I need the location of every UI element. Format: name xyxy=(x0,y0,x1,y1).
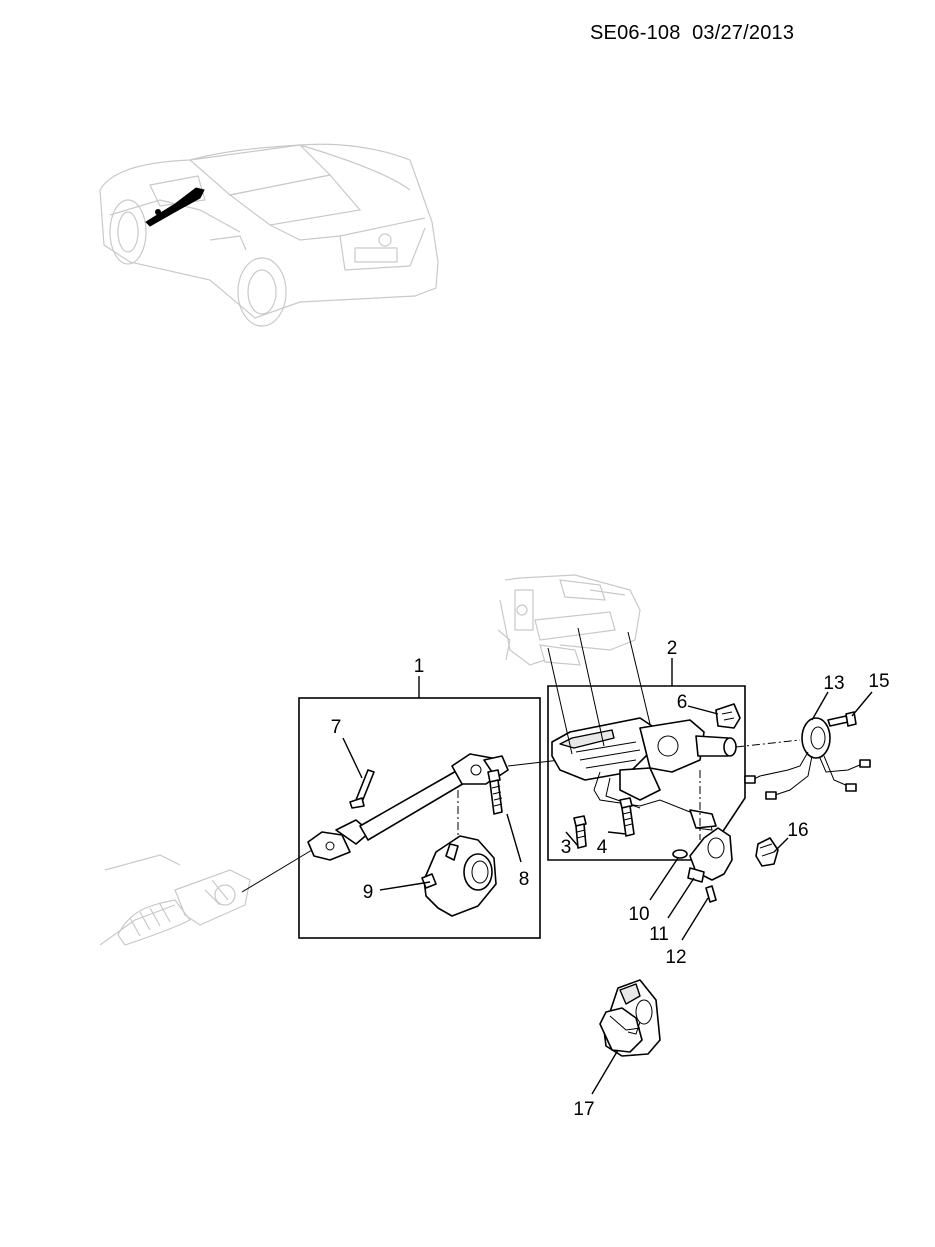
callout-17: 17 xyxy=(573,1099,594,1120)
drawing-date: 03/27/2013 xyxy=(692,22,795,44)
leader-lines xyxy=(342,691,873,1095)
washer-10-part xyxy=(672,849,688,859)
callout-11: 11 xyxy=(649,924,669,945)
crosscar-beam-ghost xyxy=(497,574,641,666)
callout-9: 9 xyxy=(363,882,374,903)
drawing-header: SE06-108 03/27/2013 xyxy=(590,22,794,45)
callout-labels: 1 2 3 4 6 7 8 9 10 11 12 13 15 16 17 xyxy=(331,638,890,1120)
callout-13: 13 xyxy=(823,673,844,694)
bolt-8-part xyxy=(487,769,503,815)
steering-column-part xyxy=(551,717,801,840)
steering-rack-ghost xyxy=(99,854,251,946)
lock-cylinder-17-part xyxy=(599,979,661,1057)
callout-6: 6 xyxy=(677,692,688,713)
callout-1: 1 xyxy=(414,656,425,677)
screw-12-part xyxy=(705,885,717,903)
lock-housing-11-part xyxy=(687,827,733,883)
callout-2: 2 xyxy=(667,638,678,659)
bolt-4-part xyxy=(619,797,635,837)
clip-6-part xyxy=(715,703,741,729)
vehicle-locator-illustration xyxy=(99,143,439,327)
intermediate-shaft-part xyxy=(307,753,561,861)
callout-8: 8 xyxy=(519,869,530,890)
callout-15: 15 xyxy=(868,671,889,692)
callout-7: 7 xyxy=(331,717,342,738)
group-box-1 xyxy=(298,676,541,939)
bolt-7-part xyxy=(349,769,375,809)
group-box-2 xyxy=(547,658,746,861)
screw-15-part xyxy=(827,711,857,727)
callout-4: 4 xyxy=(597,837,608,858)
switch-16-part xyxy=(755,837,779,867)
assembly-lines xyxy=(241,627,651,893)
drawing-code: SE06-108 xyxy=(590,22,681,44)
callout-16: 16 xyxy=(787,820,808,841)
clock-spring-13-part xyxy=(744,717,871,800)
dash-seal-9-part xyxy=(421,835,497,917)
callout-10: 10 xyxy=(628,904,649,925)
callout-12: 12 xyxy=(665,947,686,968)
callout-3: 3 xyxy=(561,837,572,858)
bolt-3-part xyxy=(573,815,587,849)
